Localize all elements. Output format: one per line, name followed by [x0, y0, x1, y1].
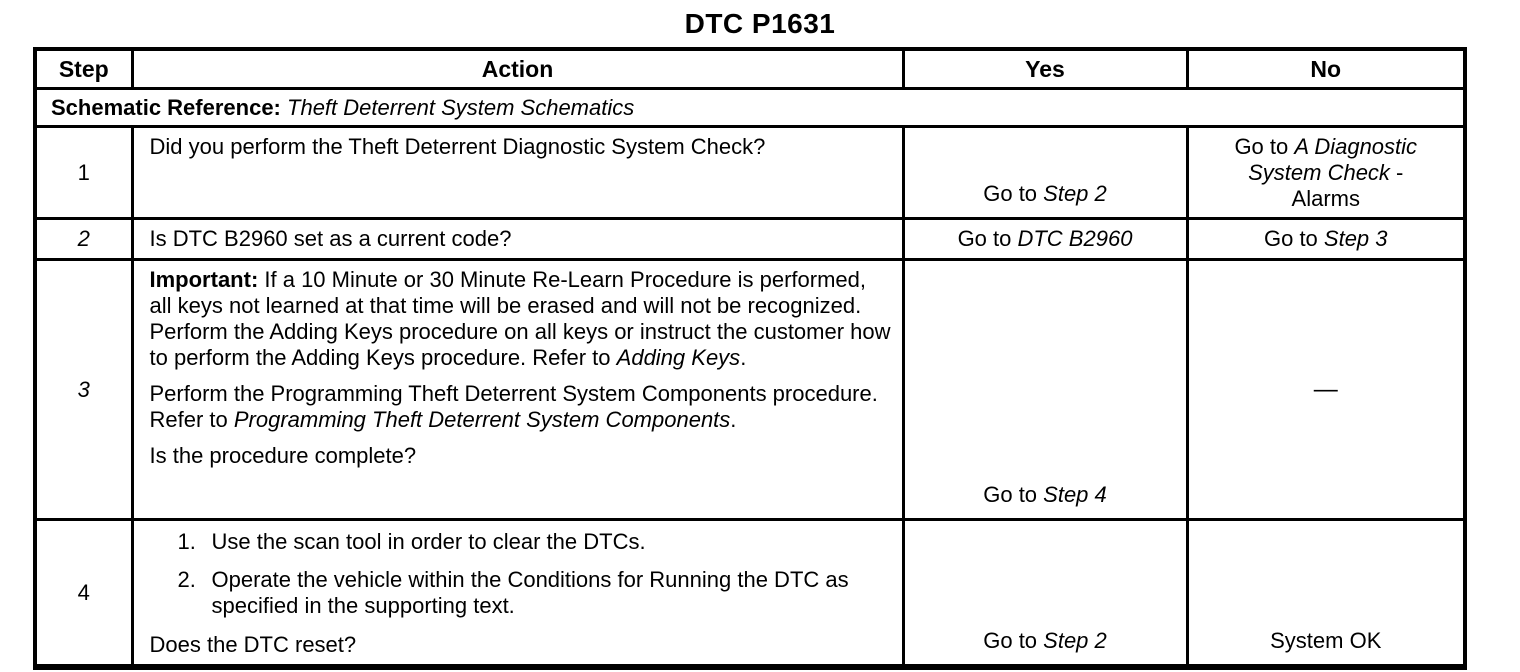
goto-text: Go to	[1234, 134, 1295, 159]
no-cell: Go to Step 3	[1185, 217, 1467, 261]
step-number-cell: 2	[33, 217, 134, 261]
no-cell: —	[1185, 258, 1467, 521]
goto-reference: Step 3	[1323, 226, 1388, 251]
header-row: Step Action Yes No	[33, 47, 1467, 90]
step-number-cell: 3	[33, 258, 134, 521]
column-header-no: No	[1185, 47, 1467, 90]
action-cell: Is DTC B2960 set as a current code?	[130, 217, 905, 261]
table-row-step-2: 2 Is DTC B2960 set as a current code? Go…	[33, 217, 1467, 261]
em-dash: —	[1313, 375, 1338, 403]
procedure-reference: Programming Theft Deterrent System Compo…	[233, 407, 731, 432]
action-question: Does the DTC reset?	[149, 632, 357, 657]
procedure-text: Perform the Programming Theft Deterrent …	[149, 381, 878, 432]
yes-cell: Go to Step 2	[901, 518, 1189, 669]
schematic-reference-value: Theft Deterrent System Schematics	[287, 94, 635, 120]
list-item-number: 1.	[177, 529, 196, 554]
goto-line: Go to A Diagnostic System Check -	[1197, 134, 1456, 186]
action-question: Is DTC B2960 set as a current code?	[149, 226, 512, 251]
action-cell: Important: If a 10 Minute or 30 Minute R…	[130, 258, 905, 521]
important-text: If a 10 Minute or 30 Minute Re-Learn Pro…	[149, 267, 891, 370]
column-header-step: Step	[33, 47, 134, 90]
schematic-reference-cell: Schematic Reference: Theft Deterrent Sys…	[33, 87, 1467, 128]
goto-reference: Step 2	[1043, 181, 1107, 206]
table-row-step-3: 3 Important: If a 10 Minute or 30 Minute…	[33, 258, 1467, 521]
goto-reference: DTC B2960	[1017, 226, 1133, 251]
schematic-reference-row: Schematic Reference: Theft Deterrent Sys…	[33, 87, 1467, 128]
list-item-text: Use the scan tool in order to clear the …	[211, 529, 646, 554]
goto-reference: Step 2	[1043, 628, 1107, 653]
goto-reference: A Diagnostic System Check	[1248, 134, 1418, 185]
list-item: 2. Operate the vehicle within the Conditi…	[150, 567, 892, 619]
list-item: 1. Use the scan tool in order to clear th…	[150, 529, 892, 555]
no-cell: Go to A Diagnostic System Check - Alarms	[1185, 125, 1467, 220]
table-row-step-4: 4 1. Use the scan tool in order to clear …	[33, 518, 1467, 669]
action-cell: 1. Use the scan tool in order to clear th…	[130, 518, 905, 669]
action-question: Did you perform the Theft Deterrent Diag…	[149, 134, 766, 159]
schematic-reference-label: Schematic Reference:	[51, 94, 281, 120]
column-header-yes: Yes	[901, 47, 1189, 90]
goto-text: Go to	[957, 226, 1018, 251]
action-cell: Did you perform the Theft Deterrent Diag…	[130, 125, 905, 220]
important-reference: Adding Keys	[616, 345, 741, 370]
goto-text: Go to	[983, 482, 1044, 507]
goto-text: Go to	[983, 181, 1044, 206]
yes-cell: Go to Step 4	[901, 258, 1189, 521]
goto-line2: Alarms	[1291, 186, 1360, 211]
procedure-paragraph: Perform the Programming Theft Deterrent …	[150, 381, 892, 433]
goto-reference: Step 4	[1043, 482, 1107, 507]
goto-text: Go to	[1263, 226, 1324, 251]
yes-cell: Go to Step 2	[901, 125, 1189, 220]
numbered-list: 1. Use the scan tool in order to clear th…	[150, 529, 892, 619]
important-paragraph: Important: If a 10 Minute or 30 Minute R…	[150, 267, 892, 371]
step-number-cell: 4	[33, 518, 134, 669]
important-label: Important:	[149, 267, 259, 292]
yes-cell: Go to DTC B2960	[901, 217, 1189, 261]
goto-text: Go to	[983, 628, 1044, 653]
page-title: DTC P1631	[684, 8, 836, 39]
list-item-text: Operate the vehicle within the Condition…	[211, 567, 849, 618]
procedure-period: .	[730, 407, 737, 432]
action-question: Is the procedure complete?	[149, 443, 417, 468]
table-row-step-1: 1 Did you perform the Theft Deterrent Di…	[33, 125, 1467, 220]
list-item-number: 2.	[177, 567, 196, 592]
dtc-table: Step Action Yes No Schematic Reference: …	[33, 47, 1467, 670]
goto-suffix: -	[1389, 160, 1404, 185]
column-header-action: Action	[130, 47, 905, 90]
important-period: .	[740, 345, 747, 370]
step-number-cell: 1	[33, 125, 134, 220]
no-cell: System OK	[1185, 518, 1467, 669]
